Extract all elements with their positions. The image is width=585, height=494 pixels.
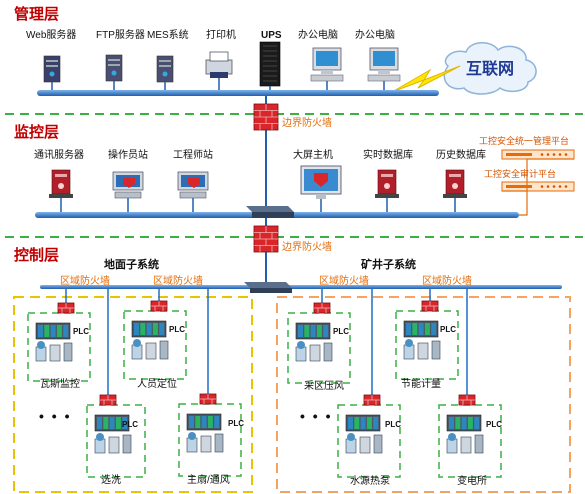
big-screen-icon	[300, 165, 342, 199]
mes-system-label: MES系统	[147, 30, 189, 41]
personnel-location-label: 人员定位	[137, 379, 177, 390]
engineer-station-icon	[177, 171, 209, 199]
plc-label-washing: PLC	[122, 420, 138, 429]
energy-metering-unit	[395, 310, 459, 380]
unified-mgmt-platform-label: 工控安全统一管理平台	[479, 136, 570, 146]
plc-label-air: PLC	[333, 327, 349, 336]
management-bus	[37, 90, 439, 96]
realtime-db-icon	[375, 169, 399, 198]
ground-zone-box	[13, 296, 253, 493]
internet-cloud-icon	[443, 42, 537, 95]
gas-monitoring-unit	[27, 312, 91, 382]
comm-server-icon	[49, 169, 73, 198]
substation-unit	[438, 404, 502, 478]
plc-label-heatpump: PLC	[385, 420, 401, 429]
ground-subsystem-title: 地面子系统	[104, 259, 159, 271]
engineer-station-label: 工程师站	[173, 150, 213, 161]
main-fan-ventilation-label: 主扇/通风	[187, 475, 230, 486]
zone-firewall-label-1: 区域防火墙	[60, 276, 110, 287]
printer-label: 打印机	[206, 30, 236, 41]
unified-mgmt-platform-icon	[501, 149, 575, 160]
history-db-icon	[443, 169, 467, 198]
mine-subsystem-title: 矿井子系统	[361, 259, 416, 271]
big-screen-host-label: 大屏主机	[293, 150, 333, 161]
audit-platform-label: 工控安全审计平台	[484, 169, 557, 179]
plc-label-energy: PLC	[440, 325, 456, 334]
main-fan-unit	[178, 403, 242, 477]
substation-unit-firewall	[458, 394, 476, 406]
management-layer-title: 管理层	[14, 6, 60, 23]
realtime-db-label: 实时数据库	[363, 150, 413, 161]
border-firewall-label-2: 边界防火墙	[282, 242, 332, 253]
personnel-location-unit	[123, 310, 187, 380]
mes-server-icon	[156, 55, 174, 83]
ground-ellipsis: • • •	[39, 408, 72, 424]
water-heatpump-label: 水源热泵	[350, 476, 390, 487]
control-layer-title: 控制层	[14, 247, 60, 264]
energy-metering-label: 节能计量	[401, 379, 441, 390]
operator-station-label: 操作员站	[108, 150, 148, 161]
mine-ellipsis: • • •	[300, 408, 333, 424]
plc-label-gas: PLC	[73, 327, 89, 336]
mining-air-unit	[287, 312, 351, 384]
audit-platform-icon	[501, 181, 575, 192]
comm-server-label: 通讯服务器	[34, 150, 84, 161]
washing-unit	[86, 404, 146, 478]
platform-link	[519, 158, 574, 216]
personnel-location-unit-firewall	[150, 300, 168, 312]
water-heatpump-unit-firewall	[363, 394, 381, 406]
border-firewall-2-icon	[253, 225, 279, 253]
control-bus	[40, 285, 562, 289]
web-server-label: Web服务器	[26, 30, 77, 41]
lightning-icon	[391, 65, 461, 93]
ups-label: UPS	[261, 30, 282, 41]
main-fan-unit-firewall	[199, 393, 217, 405]
mining-air-label: 采区压风	[304, 381, 344, 392]
plc-label-substation: PLC	[486, 420, 502, 429]
ups-icon	[259, 41, 281, 87]
operator-station-icon	[112, 171, 144, 199]
office-pc-1-icon	[310, 47, 344, 82]
water-heatpump-unit	[337, 404, 401, 478]
substation-label: 变电所	[457, 476, 487, 487]
plc-label-fan: PLC	[228, 419, 244, 428]
monitoring-switch-icon	[246, 206, 294, 218]
zone-firewall-label-3: 区域防火墙	[319, 276, 369, 287]
gas-monitoring-label: 瓦斯监控	[40, 379, 80, 390]
control-switch-icon	[244, 282, 292, 293]
border-firewall-label-1: 边界防火墙	[282, 118, 332, 129]
ftp-server-label: FTP服务器	[96, 30, 145, 41]
washing-unit-firewall	[99, 394, 117, 406]
mining-air-unit-firewall	[313, 302, 331, 314]
zone-firewall-label-4: 区域防火墙	[422, 276, 472, 287]
gas-monitoring-unit-firewall	[57, 302, 75, 314]
washing-label: 选洗	[101, 475, 121, 486]
plc-label-personnel: PLC	[169, 325, 185, 334]
web-server-icon	[43, 55, 61, 83]
mine-zone-box	[276, 296, 571, 493]
printer-icon	[205, 51, 233, 78]
internet-label: 互联网	[466, 61, 515, 78]
office-pc-2-icon	[367, 47, 401, 82]
office-pc-2-label: 办公电脑	[355, 30, 395, 41]
zone-firewall-label-2: 区域防火墙	[153, 276, 203, 287]
ftp-server-icon	[105, 54, 123, 82]
monitoring-layer-title: 监控层	[14, 124, 60, 141]
energy-metering-unit-firewall	[421, 300, 439, 312]
history-db-label: 历史数据库	[436, 150, 486, 161]
border-firewall-1-icon	[253, 103, 279, 131]
office-pc-1-label: 办公电脑	[298, 30, 338, 41]
